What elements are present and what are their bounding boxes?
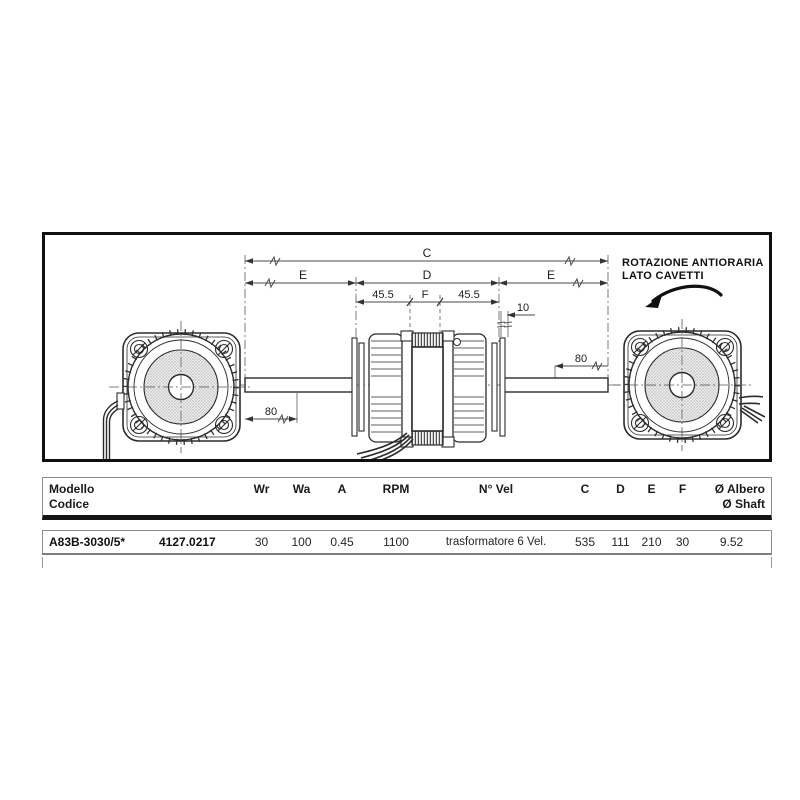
bracket-left-inner xyxy=(358,342,365,432)
cell-model: A83B-3030/5* xyxy=(49,535,126,549)
dim-label-c: C xyxy=(423,246,432,260)
dim-label-d: D xyxy=(423,268,432,282)
header-shaft-it: Ø Albero xyxy=(714,482,765,496)
dimension-c: C xyxy=(245,246,608,267)
cable-gland xyxy=(116,392,125,410)
header-rpm: RPM xyxy=(382,482,410,496)
header-shaft: Ø Albero Ø Shaft xyxy=(698,482,765,512)
motor-side-view xyxy=(244,330,609,459)
dim-label-455-left: 45.5 xyxy=(372,289,393,301)
dimension-80-left: 80 xyxy=(245,393,298,425)
dim-label-455-right: 45.5 xyxy=(458,289,479,301)
header-model-code: Modello Codice xyxy=(49,482,239,512)
dimension-f-row: 45.5 F 45.5 xyxy=(356,289,499,307)
stator-column-right xyxy=(442,332,454,446)
bell-bolt-hole xyxy=(453,338,461,346)
header-c: C xyxy=(580,482,590,496)
rotation-note: ROTAZIONE ANTIORARIA LATO CAVETTI xyxy=(622,257,764,308)
rotation-note-line2: LATO CAVETTI xyxy=(622,270,704,282)
bracket-right-inner xyxy=(491,342,498,432)
bracket-left-outer xyxy=(351,337,358,437)
cell-rpm: 1100 xyxy=(383,535,409,549)
rotation-arrow-arc xyxy=(651,284,723,303)
tie-bolt-bottom-right xyxy=(441,436,455,448)
cell-d: 111 xyxy=(611,535,630,549)
dim-label-e-right: E xyxy=(547,268,555,282)
next-row-stub xyxy=(42,557,772,568)
winding-bottom xyxy=(411,430,444,446)
cell-code: 4127.0217 xyxy=(159,535,216,549)
tie-bolt-top-left xyxy=(400,330,414,342)
front-right-cables xyxy=(738,395,766,424)
rotation-note-line1: ROTAZIONE ANTIORARIA xyxy=(622,257,764,269)
header-e: E xyxy=(647,482,656,496)
cell-e: 210 xyxy=(641,535,662,549)
crosshairs xyxy=(610,319,754,451)
fins-left xyxy=(371,340,401,433)
header-d: D xyxy=(616,482,625,496)
dimension-10: 10 xyxy=(496,302,535,337)
technical-drawing-frame: C E D E xyxy=(42,232,772,462)
stator-column-left xyxy=(401,332,413,446)
motor-front-view-left xyxy=(102,321,253,459)
tie-bolt-top-right xyxy=(441,330,455,342)
spec-table: Modello Codice Wr Wa A RPM N° Vel C D E … xyxy=(42,477,772,568)
motor-cables xyxy=(356,432,414,459)
header-f: F xyxy=(678,482,687,496)
end-bell-right xyxy=(451,333,487,443)
rotation-arrow-head xyxy=(645,295,662,308)
dim-label-80-right: 80 xyxy=(575,353,587,365)
table-data-row: A83B-3030/5* 4127.0217 30 100 0.45 1100 … xyxy=(42,530,772,555)
dimension-80-right: 80 xyxy=(554,353,608,379)
header-shaft-en: Ø Shaft xyxy=(722,497,765,511)
header-wr: Wr xyxy=(253,482,270,496)
stator-window xyxy=(411,346,444,432)
header-n-vel: N° Vel xyxy=(478,482,514,496)
bracket-right-outer xyxy=(499,337,506,437)
cell-wa: 100 xyxy=(291,535,312,549)
dimension-e-d-e: E D E xyxy=(245,268,608,289)
motor-dimension-drawing: C E D E xyxy=(102,246,766,459)
shaft-left xyxy=(244,377,356,393)
end-bell-left xyxy=(368,333,404,443)
cell-f: 30 xyxy=(675,535,690,549)
fins-right xyxy=(454,340,484,433)
front-left-cables xyxy=(102,400,119,459)
table-header-row: Modello Codice Wr Wa A RPM N° Vel C D E … xyxy=(42,477,772,520)
header-wa: Wa xyxy=(292,482,311,496)
motor-front-view-right xyxy=(610,319,766,451)
header-model: Modello xyxy=(49,482,95,496)
cell-a: 0.45 xyxy=(330,535,354,549)
dim-label-10: 10 xyxy=(517,302,529,314)
shaft-right xyxy=(502,377,609,393)
cell-n-vel: trasformatore 6 Vel. xyxy=(445,536,547,548)
header-code: Codice xyxy=(49,497,90,511)
dim-label-e-left: E xyxy=(299,268,307,282)
cell-shaft: 9.52 xyxy=(719,535,744,549)
cell-c: 535 xyxy=(574,535,596,549)
dim-label-80-left: 80 xyxy=(265,406,277,418)
header-a: A xyxy=(337,482,347,496)
cell-wr: 30 xyxy=(254,535,269,549)
winding-top xyxy=(411,332,444,348)
crosshairs xyxy=(109,321,253,453)
dim-label-f: F xyxy=(422,289,429,301)
